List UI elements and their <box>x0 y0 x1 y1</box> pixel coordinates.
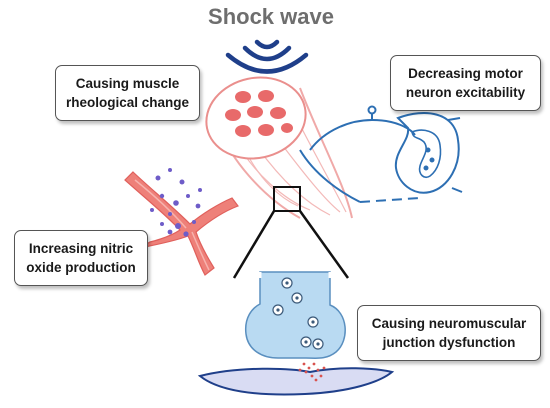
label-muscle-rheological-change: Causing muscle rheological change <box>55 65 200 121</box>
label-line: Decreasing motor <box>408 66 523 81</box>
diagram-title: Shock wave <box>208 4 334 29</box>
label-line: oxide production <box>26 260 136 275</box>
zoom-box <box>273 186 301 212</box>
label-line: Causing neuromuscular <box>371 316 527 331</box>
label-nitric-oxide-production: Increasing nitric oxide production <box>14 230 148 286</box>
shock-wave-icon <box>225 39 309 74</box>
neurotransmitter-dots <box>298 362 326 382</box>
blood-vessel-illustration <box>124 171 239 276</box>
label-line: junction dysfunction <box>382 335 516 350</box>
label-line: Increasing nitric <box>28 241 134 256</box>
zoom-lines <box>232 210 350 279</box>
muscle-membrane <box>197 367 395 396</box>
label-motor-neuron-excitability: Decreasing motor neuron excitability <box>390 55 541 111</box>
muscle-fascicle-illustration <box>205 76 353 219</box>
motor-neuron-illustration <box>299 105 463 203</box>
label-line: neuron excitability <box>405 85 526 100</box>
label-neuromuscular-junction-dysfunction: Causing neuromuscular junction dysfuncti… <box>357 305 541 361</box>
nerve-terminal-illustration <box>244 271 346 359</box>
label-line: Causing muscle <box>75 76 180 91</box>
nitric-oxide-dots <box>150 168 202 237</box>
label-line: rheological change <box>65 95 190 110</box>
